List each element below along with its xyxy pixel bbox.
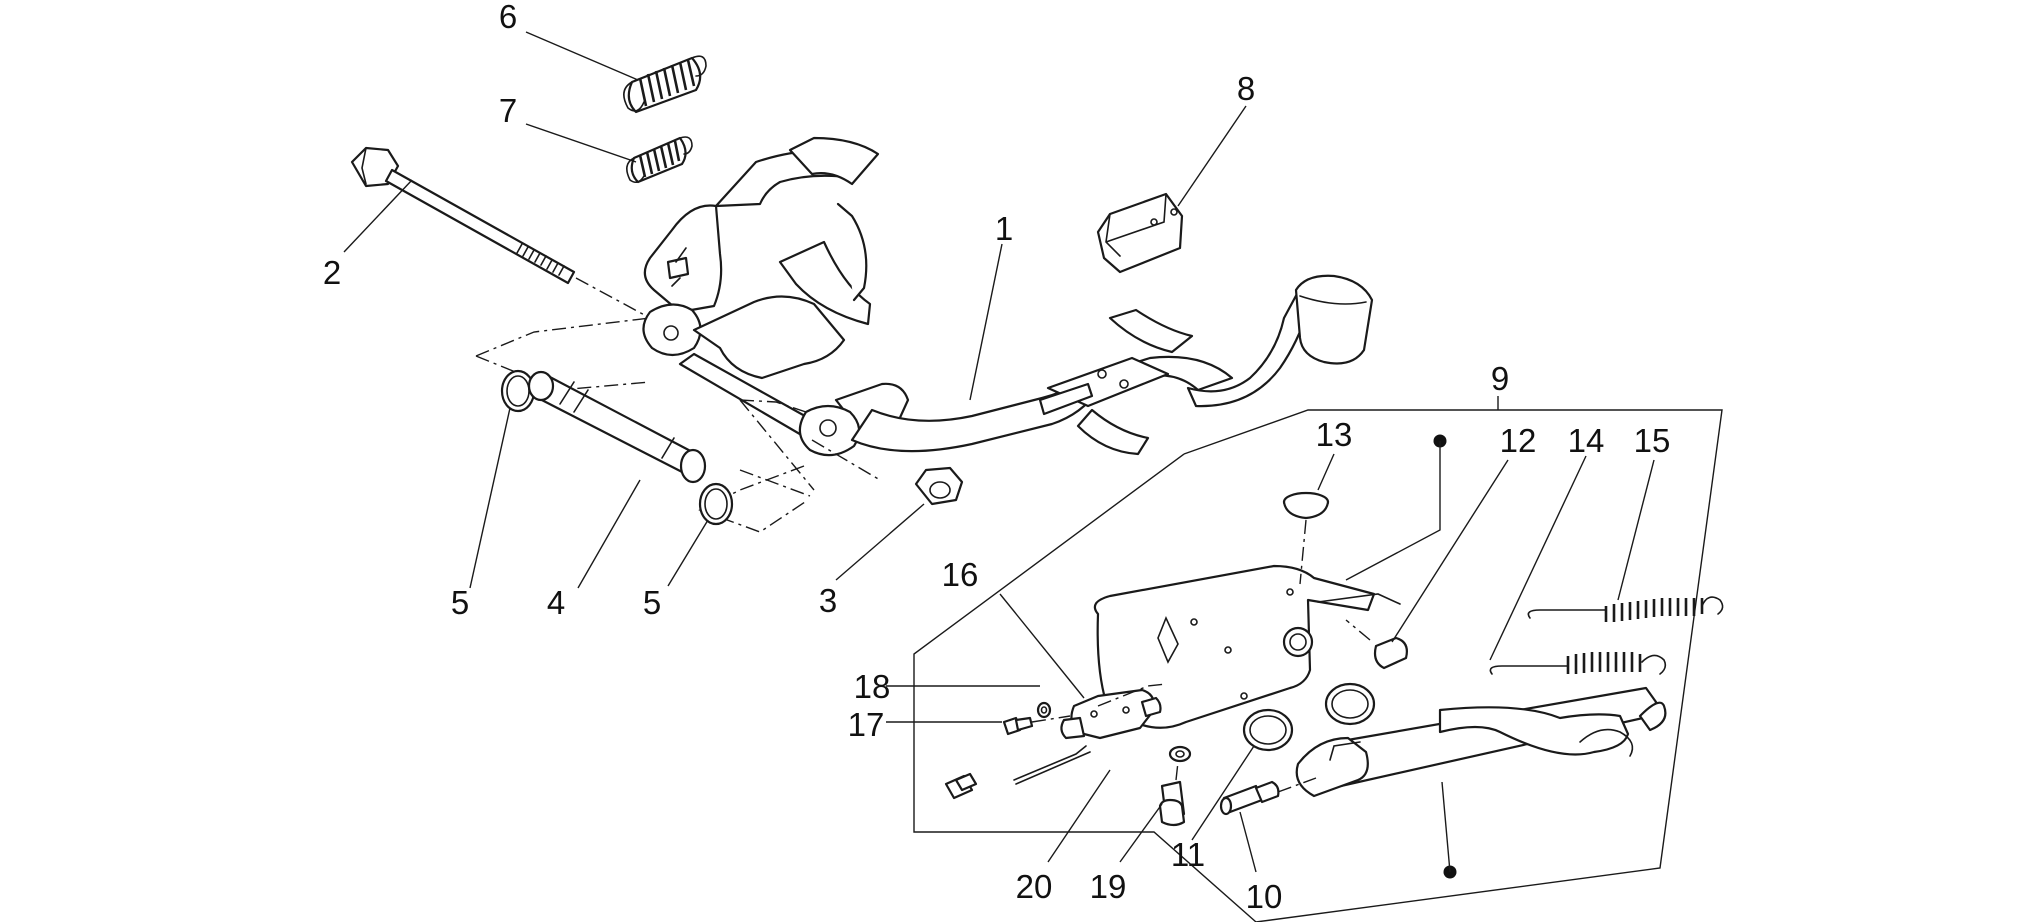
part-19-bolt xyxy=(1158,761,1186,827)
callout-14: 14 xyxy=(1568,422,1605,459)
callout-5-left: 5 xyxy=(451,584,469,621)
callout-16: 16 xyxy=(942,556,979,593)
part-9-assembly-frame xyxy=(913,409,1723,922)
callout-labels: 1 2 3 4 5 5 6 7 8 9 10 11 12 13 14 15 16… xyxy=(323,0,1671,915)
callout-11: 11 xyxy=(1171,836,1205,873)
callout-20: 20 xyxy=(1016,868,1053,905)
part-10-pin-bolt xyxy=(1219,777,1317,816)
callout-4: 4 xyxy=(547,584,565,621)
part-3-nut xyxy=(914,466,964,506)
callout-12: 12 xyxy=(1500,422,1537,459)
callout-8: 8 xyxy=(1237,70,1255,107)
callout-19: 19 xyxy=(1090,868,1127,905)
part-4-pivot-pin xyxy=(527,370,707,484)
callout-1: 1 xyxy=(995,210,1013,247)
callout-9: 9 xyxy=(1491,360,1509,397)
callout-6: 6 xyxy=(499,0,517,35)
side-stand-bracket xyxy=(1093,564,1401,729)
part-5-washer-right xyxy=(698,482,734,526)
leader-lines xyxy=(343,31,1655,873)
part-16-switch xyxy=(944,683,1167,800)
part-13-rubber-knob xyxy=(1282,491,1330,585)
callout-10: 10 xyxy=(1246,878,1283,915)
callout-15: 15 xyxy=(1634,422,1671,459)
callout-3: 3 xyxy=(819,582,837,619)
callout-17: 17 xyxy=(848,706,885,743)
part-1-main-stand xyxy=(642,136,1374,457)
callout-13: 13 xyxy=(1316,416,1353,453)
part-8-rubber-pad xyxy=(1096,192,1184,274)
part-12-bushing xyxy=(1345,619,1408,670)
part-17-screw xyxy=(1002,715,1071,736)
part-2-bolt xyxy=(350,146,651,319)
part-11-o-rings xyxy=(1242,682,1376,752)
callout-5-right: 5 xyxy=(643,584,661,621)
callout-18: 18 xyxy=(854,668,891,705)
callout-7: 7 xyxy=(499,92,517,129)
part-14-spring xyxy=(1489,652,1667,675)
part-18-washer xyxy=(1036,701,1052,719)
part-15-spring xyxy=(1527,596,1724,622)
part-6-spring xyxy=(623,55,707,114)
part-7-spring xyxy=(626,136,693,184)
part-20-washer xyxy=(1168,745,1192,763)
callout-2: 2 xyxy=(323,254,341,291)
side-stand-leg xyxy=(1295,686,1667,798)
